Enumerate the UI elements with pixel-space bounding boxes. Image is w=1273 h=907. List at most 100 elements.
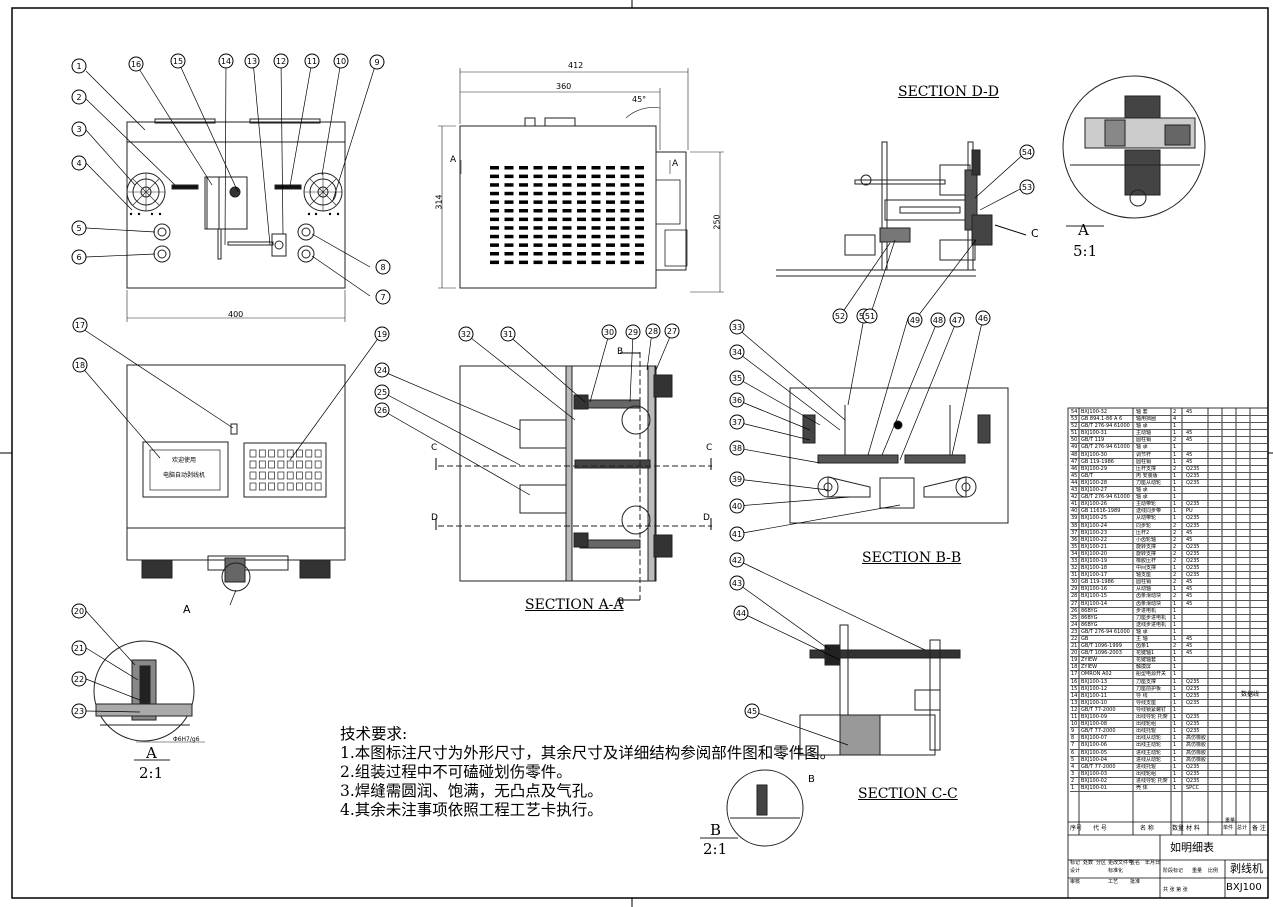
bom-cell: 45 [1186, 437, 1193, 444]
bom-cell: 进线从动轮 [1136, 756, 1162, 763]
bom-cell: BXJ100-03 [1081, 770, 1108, 777]
dim-side-360: 360 [556, 82, 572, 91]
bom-cell: 1 [1173, 692, 1177, 699]
vent-slot [577, 174, 586, 179]
bom-cell: 进线主动轮 [1136, 749, 1162, 756]
bom-cell: 2 [1173, 529, 1177, 536]
vent-slot [548, 166, 557, 170]
bom-cell: 1 [1173, 784, 1177, 791]
balloon-17: 17 [72, 317, 88, 333]
vent-slot [577, 183, 586, 187]
vent-slot [606, 209, 615, 213]
bom-cell: 2 [1173, 543, 1177, 550]
vent-slot [635, 252, 644, 256]
keypad-key [305, 460, 313, 469]
bom-cell: 32 [1071, 565, 1078, 572]
vent-slot [620, 174, 630, 179]
bom-cell: GB/T 276-94 61000 [1081, 628, 1130, 635]
bom-cell: BXJ100-26 [1081, 501, 1108, 508]
bom-cell: 1 [1173, 664, 1177, 671]
keypad-key [277, 482, 285, 491]
balloon-number: 20 [74, 607, 84, 616]
technical-requirements: 技术要求: 1.本图标注尺寸为外形尺寸，其余尺寸及详细结构参阅部件图和零件图。 … [340, 725, 835, 820]
balloon-4: 4 [71, 155, 87, 171]
balloon-number: 25 [377, 388, 387, 397]
bom-cell: 触摸屏 [1136, 664, 1152, 671]
balloon-number: 40 [732, 502, 742, 511]
bom-cell: Q235 [1186, 557, 1200, 564]
keypad-key [305, 482, 313, 491]
keypad-key [296, 449, 303, 458]
bom-cell: 1 [1173, 636, 1177, 642]
balloon-number: 8 [380, 263, 385, 272]
vent-slot [577, 226, 586, 230]
bom-cell: 送线步进电机 [1136, 621, 1167, 628]
bom-cell: 花键轴套 [1136, 657, 1157, 664]
bom-cell: BXJ100-18 [1081, 565, 1108, 572]
note-3: 3.焊缝需圆润、饱满，无凸点及气孔。 [340, 782, 603, 800]
bom-cell: GB/T 276-94 61000 [1081, 494, 1130, 501]
bom-cell: 4 [1071, 763, 1075, 770]
vent-slot [519, 200, 528, 204]
bom-cell: 18 [1071, 664, 1078, 671]
bom-cell: 2 [1173, 465, 1177, 472]
bom-cell: 1 [1071, 784, 1075, 791]
bom-cell: Q235 [1186, 501, 1200, 508]
vent-slot [490, 252, 499, 256]
bom-cell: 刀座从动轮 [1136, 479, 1162, 486]
balloon-number: 2 [76, 93, 81, 102]
bom-cell: 49 [1071, 444, 1078, 451]
bom-cell: Q235 [1186, 522, 1200, 529]
bom-cell: 1 [1173, 735, 1177, 742]
balloon-23: 23 [71, 703, 87, 719]
bom-cell: 1 [1173, 458, 1177, 465]
vent-slot [606, 226, 615, 230]
balloon-number: 13 [247, 57, 257, 66]
vent-slot [577, 166, 586, 170]
balloon-15: 15 [170, 53, 186, 69]
bom-cell: BXJ100-09 [1081, 714, 1108, 721]
bom-cell: 轴 承 [1136, 628, 1148, 635]
bom-cell: GB 119-1986 [1081, 579, 1114, 586]
bom-cell: 86BYG [1081, 621, 1098, 628]
keypad-key [268, 482, 275, 491]
vent-slot [533, 234, 543, 239]
bom-cell: Q235 [1186, 685, 1200, 692]
bom-cell: Q235 [1186, 714, 1200, 721]
vent-slot [635, 200, 644, 204]
bom-cell: Q235 [1186, 699, 1200, 706]
screen-machine-name: 电脑自动剥线机 [163, 472, 206, 479]
bom-cell: Q235 [1186, 763, 1200, 770]
keypad-key [258, 482, 266, 491]
bom-cell: 45 [1071, 472, 1078, 479]
balloon-38: 38 [729, 440, 745, 456]
vent-slot [533, 260, 543, 265]
vent-slot [562, 191, 572, 196]
vent-slot [591, 166, 601, 170]
vent-slot [548, 234, 557, 239]
bom-cell: GB/T 276-94 61000 [1081, 444, 1130, 451]
vent-slot [533, 200, 543, 204]
vent-slot [577, 234, 586, 239]
bom-cell: Q235 [1186, 572, 1200, 579]
cut-a-left: A [450, 155, 457, 165]
bom-cell: 2 [1173, 557, 1177, 564]
bom-cell: 轴 承 [1136, 494, 1148, 501]
balloon-46: 46 [975, 310, 991, 326]
bom-cell: 1 [1173, 600, 1177, 607]
bom-cell: 25 [1071, 614, 1078, 621]
bom-cell: 出线轮组 [1136, 770, 1157, 777]
vent-slot [490, 191, 499, 196]
balloon-32: 32 [458, 326, 474, 342]
